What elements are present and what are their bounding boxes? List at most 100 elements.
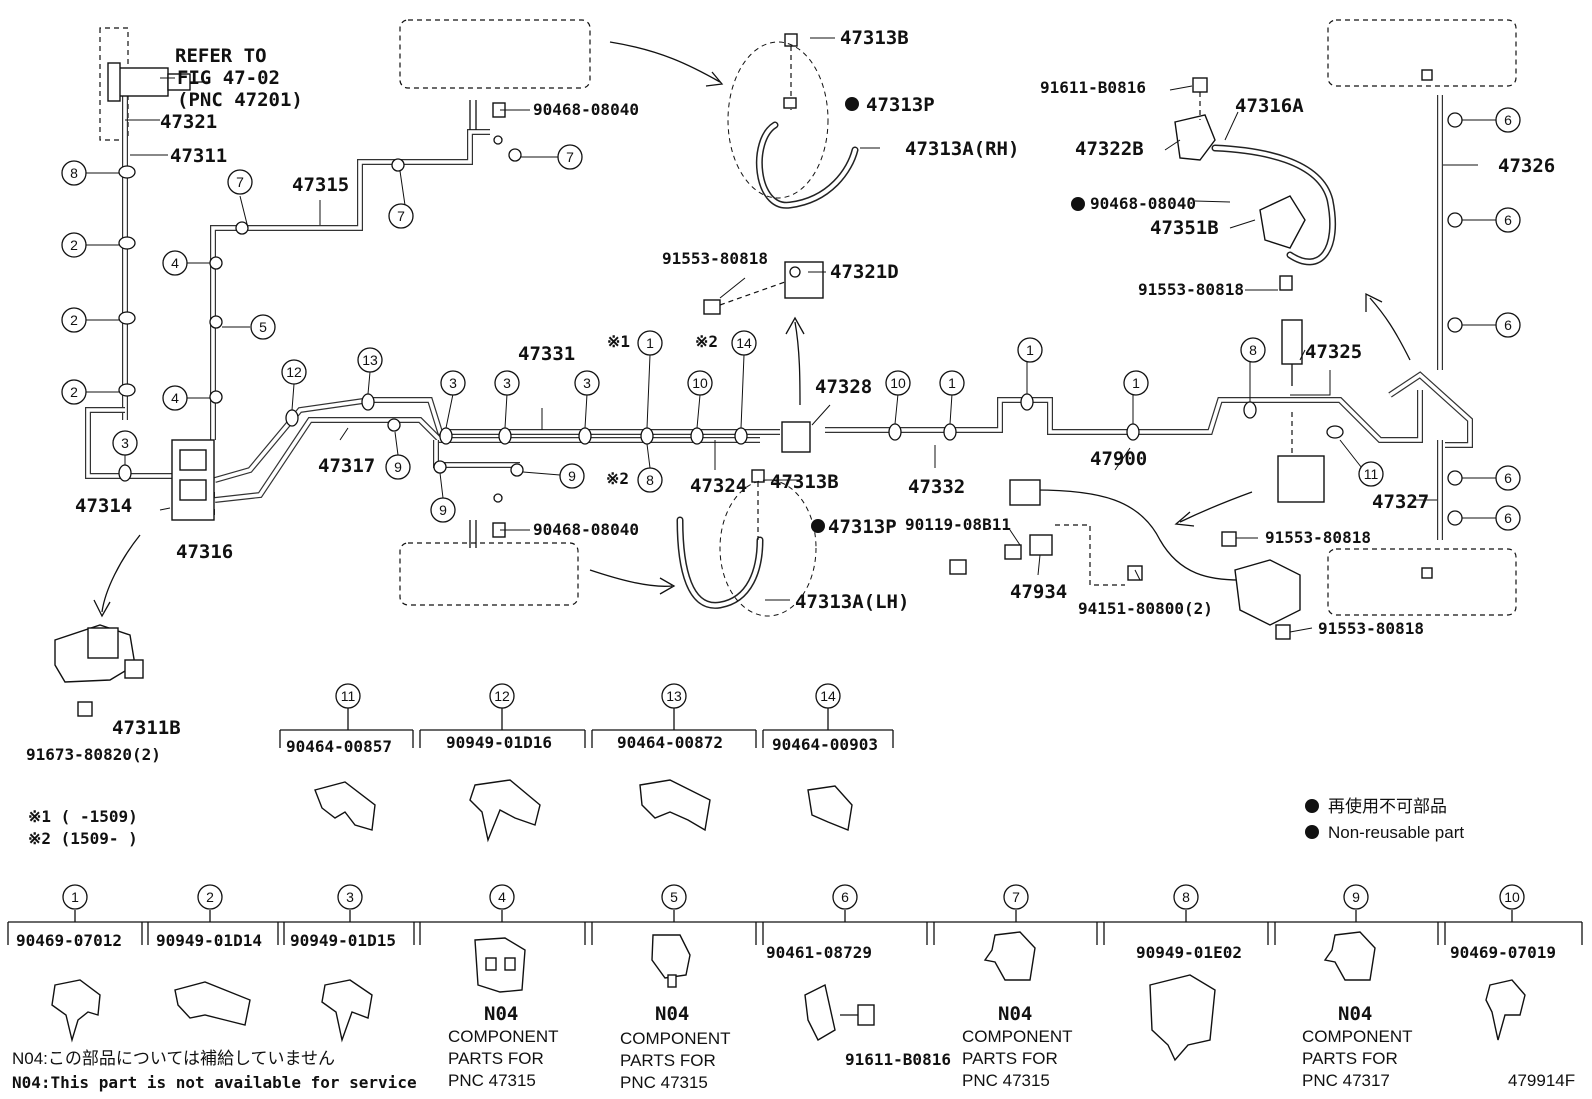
svg-text:4: 4 xyxy=(171,390,179,406)
callout-12: 12 xyxy=(281,359,307,385)
label-47317: 47317 xyxy=(318,455,375,477)
callout-6e: 6 xyxy=(1495,505,1521,531)
mark-2a: ※2 xyxy=(695,332,718,351)
label-47313A-rh: 47313A(RH) xyxy=(905,138,1019,160)
svg-text:3: 3 xyxy=(583,375,591,391)
svg-text:2: 2 xyxy=(70,312,78,328)
svg-text:6: 6 xyxy=(1504,112,1512,128)
clip-pn-6: 90461-08729 xyxy=(766,943,872,962)
clip-callout-9: 9 xyxy=(1343,884,1369,910)
svg-text:1: 1 xyxy=(71,889,79,905)
n04-code-4: N04 xyxy=(484,1003,518,1025)
clip-pn-2: 90949-01D14 xyxy=(156,931,262,950)
callout-1b: 1 xyxy=(939,370,965,396)
nonreusable-dot-90468-right xyxy=(1071,197,1085,211)
svg-text:11: 11 xyxy=(341,688,356,704)
svg-text:3: 3 xyxy=(346,889,354,905)
svg-text:10: 10 xyxy=(890,375,906,391)
svg-text:6: 6 xyxy=(1504,510,1512,526)
n04-c2-4: PARTS FOR xyxy=(448,1049,544,1068)
label-47325: 47325 xyxy=(1305,341,1362,363)
nonreusable-dot-47313P-bottom xyxy=(811,519,825,533)
label-47351B: 47351B xyxy=(1150,217,1219,239)
clip-pn-10: 90469-07019 xyxy=(1450,943,1556,962)
refer-note-line2: FIG 47-02 xyxy=(177,67,280,89)
svg-text:13: 13 xyxy=(362,352,378,368)
label-47316: 47316 xyxy=(176,541,233,563)
figure-id: 479914F xyxy=(1508,1071,1575,1090)
clip-pn-8: 90949-01E02 xyxy=(1136,943,1242,962)
callout-7a: 7 xyxy=(227,169,253,195)
clip-callout-13: 13 xyxy=(661,683,687,709)
label-90468-right: 90468-08040 xyxy=(1090,194,1196,213)
svg-text:8: 8 xyxy=(1182,889,1190,905)
svg-text:9: 9 xyxy=(568,468,576,484)
callout-4b: 4 xyxy=(162,385,188,411)
callout-5a: 5 xyxy=(250,314,276,340)
n04-c3-4: PNC 47315 xyxy=(448,1071,536,1090)
n04-c3-9: PNC 47317 xyxy=(1302,1071,1390,1090)
clip-pn-14: 90464-00903 xyxy=(772,735,878,754)
label-47328: 47328 xyxy=(815,376,872,398)
callout-7b: 7 xyxy=(388,203,414,229)
label-90119: 90119-08B11 xyxy=(905,515,1011,534)
clip-pn-13: 90464-00872 xyxy=(617,733,723,752)
callout-6c: 6 xyxy=(1495,312,1521,338)
callout-1a: 1 xyxy=(637,330,663,356)
nonreusable-dot-47313P-top xyxy=(845,97,859,111)
callout-10a: 10 xyxy=(687,370,713,396)
label-47900: 47900 xyxy=(1090,448,1147,470)
callout-6a: 6 xyxy=(1495,107,1521,133)
callouts: 8 2 2 2 3 7 4 5 4 7 7 12 13 3 3 3 1 10 1… xyxy=(61,107,1521,531)
svg-text:7: 7 xyxy=(1012,889,1020,905)
svg-text:6: 6 xyxy=(1504,317,1512,333)
label-91673: 91673-80820(2) xyxy=(26,745,161,764)
n04-c2-9: PARTS FOR xyxy=(1302,1049,1398,1068)
n04-c1-9: COMPONENT xyxy=(1302,1027,1413,1046)
svg-text:5: 5 xyxy=(259,319,267,335)
callout-3c: 3 xyxy=(494,370,520,396)
label-47313P-bottom: 47313P xyxy=(828,516,897,538)
svg-text:1: 1 xyxy=(1132,375,1140,391)
label-47324: 47324 xyxy=(690,475,747,497)
callout-3b: 3 xyxy=(440,370,466,396)
clip-callout-12: 12 xyxy=(489,683,515,709)
svg-text:8: 8 xyxy=(70,165,78,181)
footnote-en: N04:This part is not available for servi… xyxy=(12,1073,417,1092)
svg-text:11: 11 xyxy=(1364,466,1379,482)
label-47321: 47321 xyxy=(160,111,217,133)
label-90468-bottom: 90468-08040 xyxy=(533,520,639,539)
svg-text:12: 12 xyxy=(286,364,302,380)
svg-text:7: 7 xyxy=(397,208,405,224)
callout-3d: 3 xyxy=(574,370,600,396)
n04-code-7: N04 xyxy=(998,1003,1032,1025)
callout-14: 14 xyxy=(731,330,757,356)
callout-10b: 10 xyxy=(885,370,911,396)
callout-13: 13 xyxy=(357,347,383,373)
svg-text:12: 12 xyxy=(494,688,510,704)
svg-text:8: 8 xyxy=(646,472,654,488)
clip-pn-11: 90464-00857 xyxy=(286,737,392,756)
label-47327: 47327 xyxy=(1372,491,1429,513)
callout-2a: 2 xyxy=(61,232,87,258)
label-94151: 94151-80800(2) xyxy=(1078,599,1213,618)
n04-code-9: N04 xyxy=(1338,1003,1372,1025)
callout-2b: 2 xyxy=(61,307,87,333)
clip-callout-14: 14 xyxy=(815,683,841,709)
note-2: ※2 (1509- ) xyxy=(28,829,138,848)
label-47311B: 47311B xyxy=(112,717,181,739)
legend-jp: 再使用不可部品 xyxy=(1328,796,1447,816)
svg-text:14: 14 xyxy=(820,688,836,704)
label-47321D: 47321D xyxy=(830,261,899,283)
svg-text:1: 1 xyxy=(948,375,956,391)
n04-c3-7: PNC 47315 xyxy=(962,1071,1050,1090)
callout-11: 11 xyxy=(1358,461,1384,487)
label-47331: 47331 xyxy=(518,343,575,365)
label-91553-lower-a: 91553-80818 xyxy=(1265,528,1371,547)
note-1: ※1 ( -1509) xyxy=(28,807,138,826)
svg-text:2: 2 xyxy=(70,237,78,253)
mark-2b: ※2 xyxy=(606,469,629,488)
clip-pn-12: 90949-01D16 xyxy=(446,733,552,752)
svg-text:4: 4 xyxy=(171,255,179,271)
label-47311: 47311 xyxy=(170,145,227,167)
